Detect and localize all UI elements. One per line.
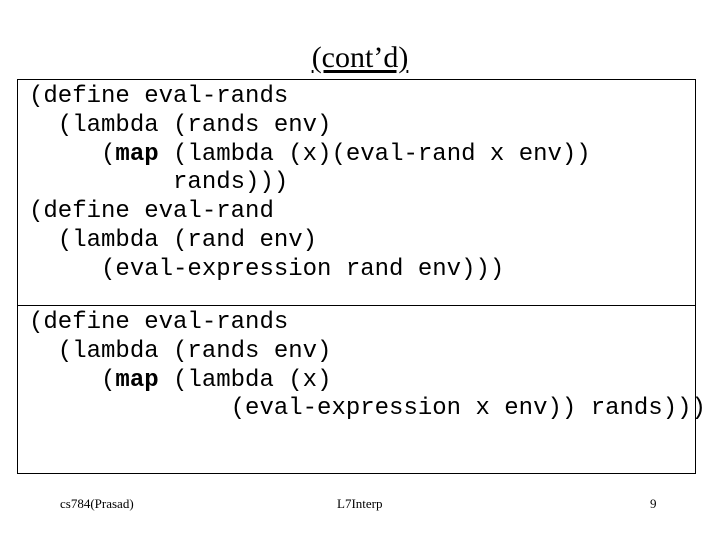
- code-line: (eval-expression rand env))): [29, 255, 505, 283]
- keyword-map: map: [115, 366, 159, 394]
- footer-page-number: 9: [650, 496, 657, 511]
- code-line: (map (lambda (x): [29, 366, 332, 394]
- keyword-map: map: [115, 140, 159, 168]
- code-block-alternative: (define eval-rands (lambda (rands env) (…: [29, 309, 706, 424]
- footer-lecture: L7Interp: [337, 496, 383, 511]
- code-line: rands))): [29, 169, 289, 197]
- code-line: (map (lambda (x)(eval-rand x env)): [29, 140, 591, 168]
- code-line: (define eval-rands: [29, 309, 289, 336]
- footer-course: cs784(Prasad): [60, 496, 134, 511]
- code-block-original: (define eval-rands (lambda (rands env) (…: [29, 83, 591, 285]
- code-box-alternative: (define eval-rands (lambda (rands env) (…: [17, 306, 706, 474]
- code-line: (lambda (rands env): [29, 111, 332, 139]
- code-line: (lambda (rand env): [29, 226, 318, 254]
- code-line: (eval-expression x env)) rands))): [29, 395, 706, 423]
- code-line: (lambda (rands env): [29, 337, 332, 365]
- slide-title-text: (cont’d): [311, 41, 409, 74]
- code-line: (define eval-rand: [29, 198, 274, 226]
- code-box-original: (define eval-rands (lambda (rands env) (…: [17, 79, 696, 306]
- code-line: (define eval-rands: [29, 83, 289, 110]
- slide-title: (cont’d): [0, 40, 720, 76]
